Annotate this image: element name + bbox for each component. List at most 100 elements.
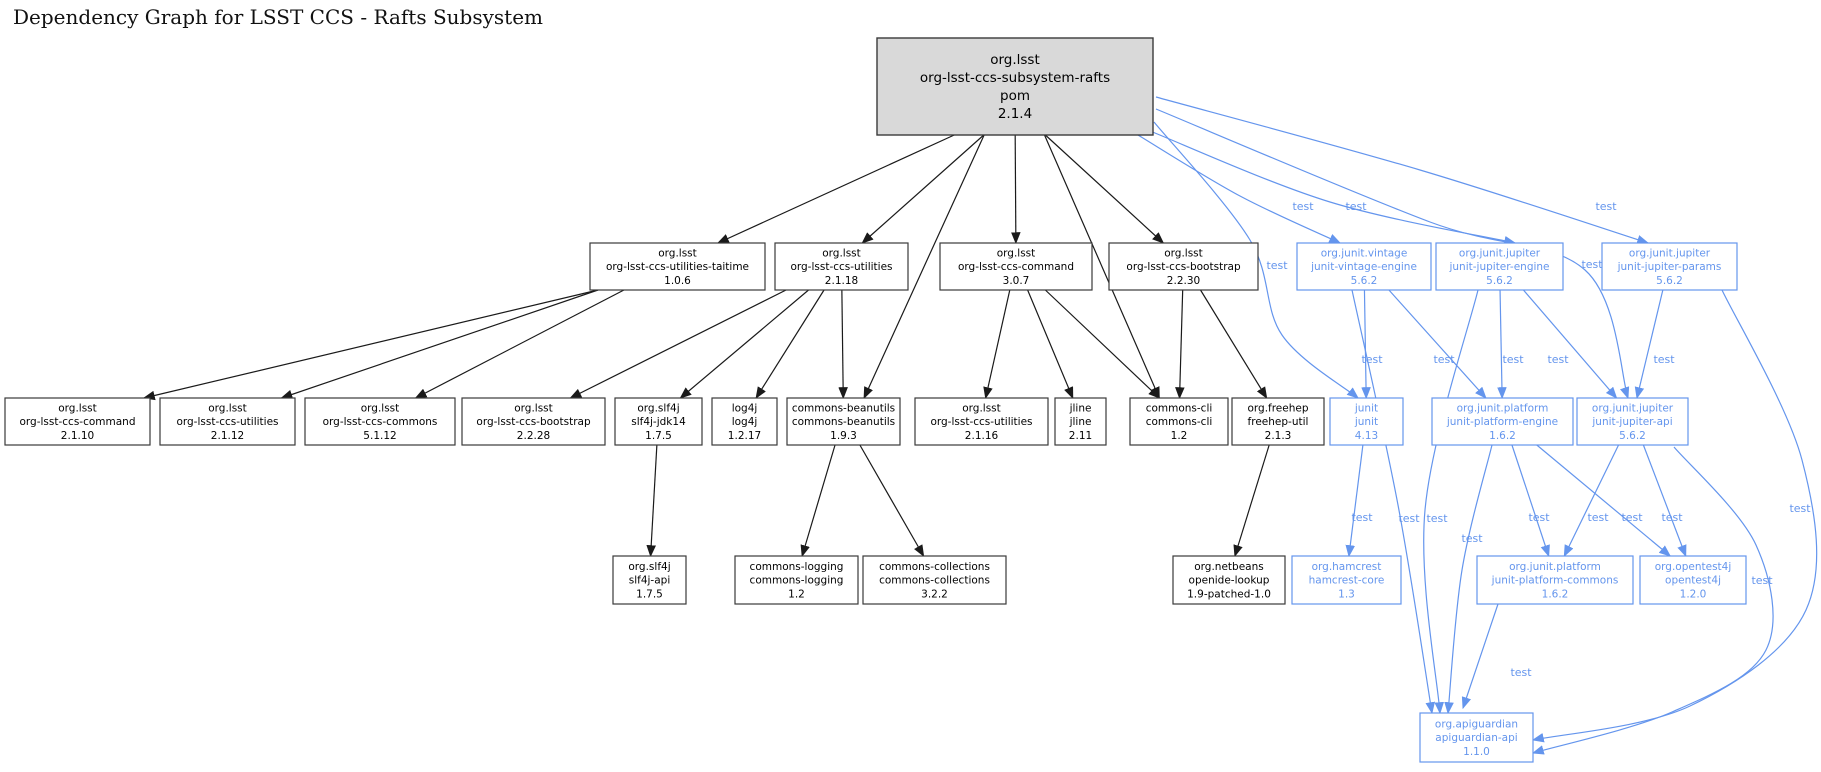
edge-scope-label: test <box>1661 511 1683 524</box>
edge-scope-label: test <box>1351 511 1373 524</box>
edge-util2118-beanutils <box>838 289 848 400</box>
edge-taitime-util2112 <box>280 289 599 400</box>
edge-root-beanutils <box>863 134 985 400</box>
edge-scope-label: test <box>1266 259 1288 272</box>
graph-title: Dependency Graph for LSST CCS - Rafts Su… <box>13 5 543 29</box>
edge-cmd307-jline <box>1027 289 1074 400</box>
edge-vintage-platengine <box>1388 289 1487 399</box>
edge-jupparams-apiguardian <box>1531 289 1818 743</box>
edge-scope-label: test <box>1653 353 1675 366</box>
edge-scope-label: test <box>1621 511 1643 524</box>
edge-platengine-apiguardian <box>1444 444 1493 715</box>
edge-vintage-junit413 <box>1361 289 1371 400</box>
edge-scope-label: test <box>1502 353 1524 366</box>
edge-root-util2118 <box>861 134 985 244</box>
edge-vintage-apiguardian <box>1351 289 1435 715</box>
edge-taitime-commons5112 <box>414 289 625 399</box>
edge-jupengine-apiguardian <box>1423 289 1479 715</box>
edge-jupapi-apiguardian <box>1531 446 1774 755</box>
edge-cmd307-util2116 <box>983 289 1011 400</box>
edge-scope-label: test <box>1595 200 1617 213</box>
edge-junit413-hamcrest <box>1345 444 1364 558</box>
edge-jupapi-opentest4j <box>1642 444 1687 558</box>
edge-platengine-platcommons <box>1511 444 1550 558</box>
edge-beanutils-commonslogging <box>800 444 836 558</box>
edge-scope-label: test <box>1510 666 1532 679</box>
edge-cmd307-commonscli <box>1044 289 1161 399</box>
edge-beanutils-commonscollections <box>859 444 925 558</box>
edge-jupengine-platengine <box>1497 289 1507 400</box>
edge-boot2230-freehep <box>1199 289 1268 400</box>
edge-slf4jjdk14-slf4japi <box>646 444 658 558</box>
edge-jupparams-jupapi <box>1634 289 1664 400</box>
edge-scope-label: test <box>1345 200 1367 213</box>
edge-freehep-openide <box>1233 444 1270 558</box>
edge-scope-label: test <box>1361 353 1383 366</box>
edge-jupapi-platcommons <box>1563 444 1620 558</box>
edge-scope-label: test <box>1433 353 1455 366</box>
edge-scope-label: test <box>1292 200 1314 213</box>
edge-taitime-cmd2110 <box>142 289 599 401</box>
edge-scope-label: test <box>1587 511 1609 524</box>
edge-scope-label: test <box>1581 258 1603 271</box>
edge-root-jupapi <box>1155 108 1630 400</box>
edge-platengine-opentest4j <box>1536 444 1672 557</box>
edge-jupengine-jupapi <box>1522 289 1618 399</box>
edge-root-vintage <box>1137 134 1342 244</box>
edge-root-boot2230 <box>1044 134 1165 244</box>
edge-root-taitime <box>716 134 955 244</box>
edge-util2118-slf4jjdk14 <box>679 289 809 399</box>
edge-util2118-boot2228 <box>569 289 787 399</box>
edge-scope-label: test <box>1789 502 1811 515</box>
edge-platcommons-apiguardian <box>1461 603 1499 710</box>
edge-scope-label: test <box>1426 512 1448 525</box>
edge-scope-label: test <box>1547 353 1569 366</box>
edge-scope-label: test <box>1398 512 1420 525</box>
